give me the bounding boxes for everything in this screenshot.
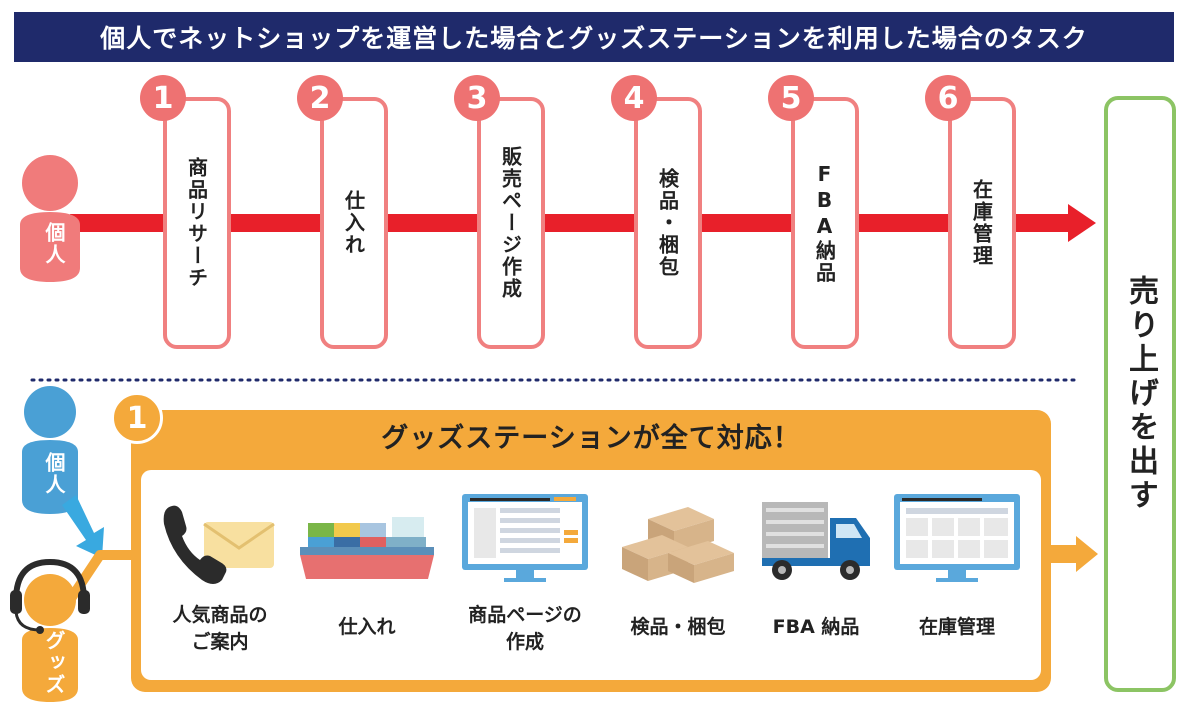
truck-icon <box>762 502 870 580</box>
final-result-box: 売り上げを出す <box>1104 96 1176 692</box>
services-panel <box>141 470 1041 680</box>
step-box-2: 仕入れ <box>320 97 388 349</box>
bottom-step-number: 1 <box>111 392 163 444</box>
bottom-flow-arrow-shaft <box>1050 545 1078 563</box>
step-box-1: 商品リサーチ <box>163 97 231 349</box>
step-box-6: 在庫管理 <box>948 97 1016 349</box>
service-label-inspection: 検品・梱包 <box>630 616 726 638</box>
step-box-4: 検品・梱包 <box>634 97 702 349</box>
final-result-label: 売り上げを出す <box>1123 275 1158 513</box>
step-box-5: FBA納品 <box>791 97 859 349</box>
service-label-recommend: 人気商品のご案内 <box>172 604 268 653</box>
step-box-3: 販売ページ作成 <box>477 97 545 349</box>
step-label: 仕入れ <box>341 190 366 256</box>
step-label: 検品・梱包 <box>655 168 680 278</box>
goods-station-heading: グッズステーションが全て対応！ <box>381 423 801 454</box>
person-blue-icon <box>22 386 78 514</box>
bottom-actor-goods-label: グッズ <box>42 630 66 696</box>
step-number-5: 5 <box>768 75 814 121</box>
step-label: 販売ページ作成 <box>498 146 523 300</box>
step-label: FBA納品 <box>812 162 837 284</box>
service-label-purchase: 仕入れ <box>338 616 396 638</box>
blue-connector-arrow <box>62 495 104 558</box>
step-number-4: 4 <box>611 75 657 121</box>
service-label-fba: FBA 納品 <box>772 616 860 638</box>
monitor-page-icon <box>462 494 588 582</box>
top-flow-arrow-head <box>1068 204 1096 242</box>
step-number-6: 6 <box>925 75 971 121</box>
step-number-3: 3 <box>454 75 500 121</box>
top-actor-label: 個人 <box>42 222 66 266</box>
goods-operator-icon <box>10 558 90 702</box>
page-title: 個人でネットショップを運営した場合とグッズステーションを利用した場合のタスク <box>14 12 1174 62</box>
cargo-ship-icon <box>300 517 434 579</box>
bottom-actor-person-label: 個人 <box>42 452 66 496</box>
bottom-flow-arrow-head <box>1076 536 1098 572</box>
phone-mail-icon <box>163 505 275 584</box>
step-label: 商品リサーチ <box>184 157 209 289</box>
step-number-2: 2 <box>297 75 343 121</box>
step-number-1: 1 <box>140 75 186 121</box>
service-label-inventory: 在庫管理 <box>918 616 995 638</box>
service-label-page-creation: 商品ページの作成 <box>468 604 582 653</box>
step-label: 在庫管理 <box>969 179 994 267</box>
monitor-inventory-icon <box>894 494 1020 582</box>
person-red-icon <box>20 155 80 282</box>
boxes-icon <box>622 507 734 583</box>
